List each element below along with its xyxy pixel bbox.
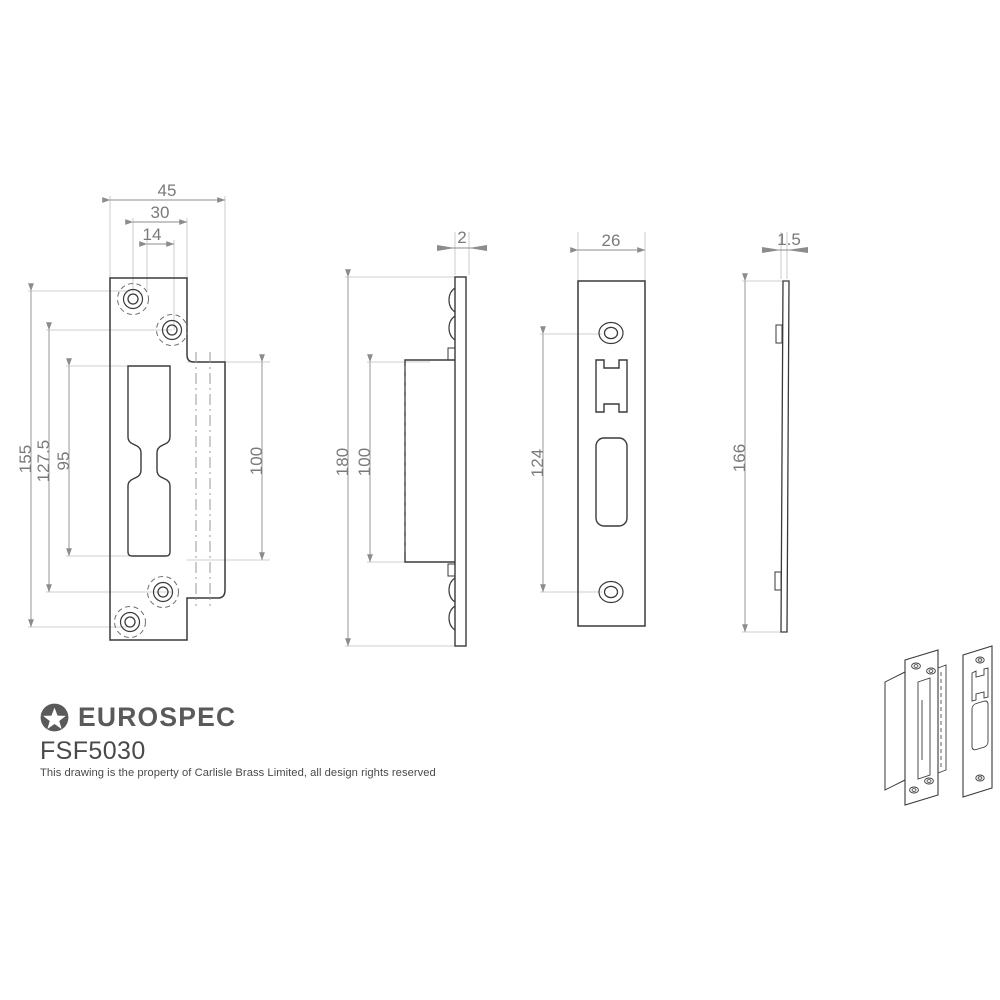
fixing-hole-bottom-left — [114, 606, 146, 638]
countersink-profile-3 — [448, 577, 456, 603]
countersink-profile-2 — [448, 315, 456, 341]
faceplate-thickness-ticks — [762, 247, 808, 253]
faceplate-outline — [577, 280, 646, 627]
faceplate-deadbolt-aperture — [595, 437, 628, 527]
part-number: FSF5030 — [40, 737, 146, 765]
rights-notice: This drawing is the property of Carlisle… — [40, 767, 436, 780]
side-thickness-ticks — [437, 245, 487, 251]
dim-label-26: 26 — [602, 231, 621, 250]
dim-label-lip-100: 100 — [247, 447, 266, 475]
view-front-elevation: 45 30 14 155 127.5 95 100 — [16, 181, 270, 641]
box-keep-outline — [404, 359, 455, 563]
view-faceplate-side: 1.5 166 — [730, 230, 808, 633]
countersink-profile-4 — [448, 605, 456, 631]
countersink-profile-1 — [448, 287, 456, 313]
eurospec-star-icon — [40, 703, 69, 731]
fixing-hole-top-left — [117, 283, 149, 315]
dim-label-155: 155 — [16, 445, 35, 473]
strike-cutout — [127, 365, 171, 557]
strike-plate-outline — [109, 277, 226, 641]
title-block: EUROSPEC FSF5030 This drawing is the pro… — [40, 700, 560, 779]
lip-fold-lines — [195, 352, 211, 606]
keep-tab-bottom — [447, 563, 456, 577]
faceplate-hole-bottom — [598, 580, 624, 604]
fixing-hole-bottom-right — [147, 576, 179, 608]
view-side-elevation: 2 180 100 — [333, 228, 487, 647]
view-faceplate-front: 26 124 — [528, 231, 646, 627]
faceplate-hole-top — [598, 321, 624, 345]
faceplate-dimension-lines — [540, 247, 646, 593]
brand-logo: EUROSPEC — [40, 700, 560, 734]
dim-label-166: 166 — [730, 444, 749, 472]
dim-label-box-100: 100 — [355, 448, 374, 476]
front-extension-lines — [28, 196, 270, 628]
fixing-hole-top-right — [156, 314, 188, 346]
dim-label-95: 95 — [54, 452, 73, 471]
dim-label-127-5: 127.5 — [34, 440, 53, 483]
iso-strike-plate-keep — [884, 649, 947, 806]
brand-name: EUROSPEC — [78, 701, 237, 732]
dim-label-14: 14 — [143, 225, 162, 244]
keep-tab-top — [447, 347, 456, 361]
faceplate-side-hole-bottom — [774, 571, 782, 591]
dim-label-45: 45 — [158, 181, 177, 200]
iso-strike-holes — [909, 662, 936, 794]
isometric-preview — [884, 645, 993, 806]
dim-label-30: 30 — [151, 203, 170, 222]
side-faceplate-strip — [454, 276, 467, 647]
faceplate-side-outline — [780, 280, 790, 633]
dim-label-2: 2 — [457, 228, 466, 247]
faceplate-latch-aperture — [595, 359, 628, 413]
iso-faceplate — [962, 645, 993, 798]
front-height-dimensions — [28, 283, 265, 628]
dim-label-180: 180 — [333, 448, 352, 476]
side-extension-lines — [345, 232, 470, 647]
faceplate-extension-lines — [540, 232, 646, 593]
iso-faceplate-holes — [975, 656, 985, 782]
front-width-dimensions — [102, 197, 226, 247]
dim-label-124: 124 — [528, 449, 547, 477]
front-fixing-holes — [114, 283, 188, 638]
faceplate-side-dimension-lines — [742, 249, 808, 633]
dim-label-1-5: 1.5 — [777, 230, 801, 249]
faceplate-side-hole-top — [775, 324, 783, 344]
faceplate-side-extension-lines — [742, 232, 788, 633]
